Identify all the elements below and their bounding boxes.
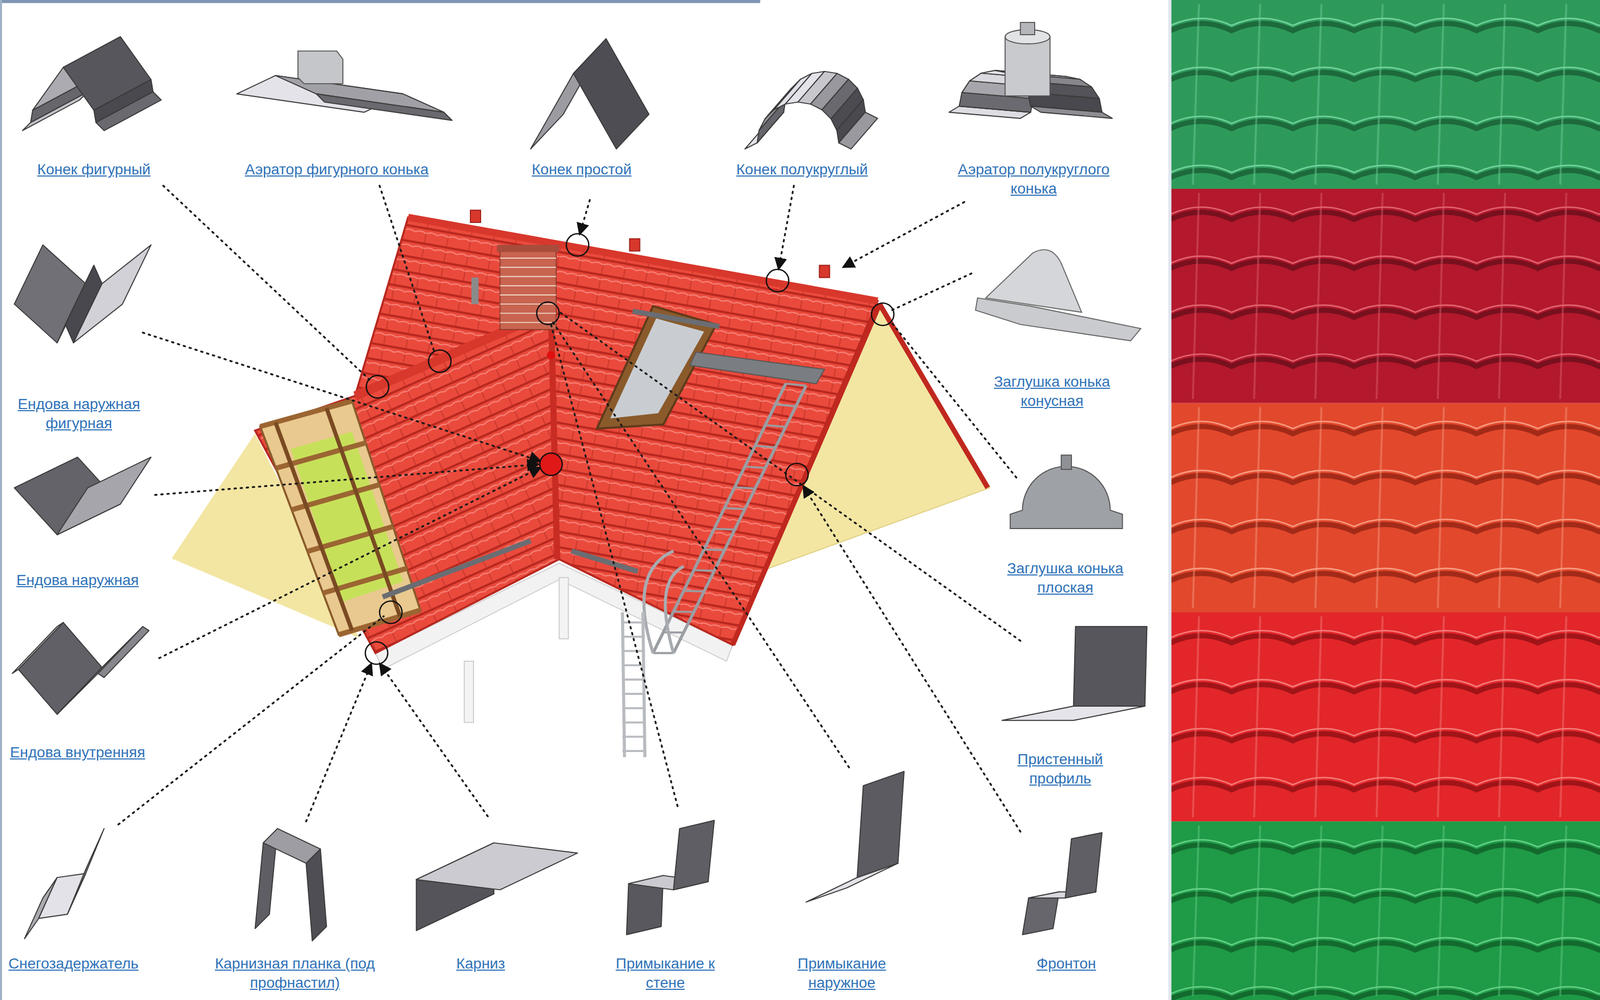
tile-photo xyxy=(1168,0,1600,1000)
part-label: Заглушка конька конусная xyxy=(977,372,1127,411)
part-label: Фронтон xyxy=(1036,954,1096,974)
part-label: Заглушка конька плоская xyxy=(990,558,1140,598)
roof xyxy=(169,210,990,758)
leader-lines xyxy=(118,185,1021,832)
part-label: Снегозадержатель xyxy=(8,954,139,974)
part-label: Пристенный профиль xyxy=(998,749,1122,789)
part-label: Аэратор фигурного конька xyxy=(244,160,429,180)
part-label: Конек фигурный xyxy=(37,160,151,180)
part-label: Примыкание наружное xyxy=(777,954,906,993)
part-label: Конек полукруглый xyxy=(736,160,869,180)
profile-icons xyxy=(12,22,1148,941)
part-label: Карнизная планка (под профнастил) xyxy=(214,954,375,993)
part-label: Карниз xyxy=(456,954,505,974)
part-label: Аэратор полукруглого конька xyxy=(942,160,1125,199)
part-label: Ендова внутренняя xyxy=(10,742,146,763)
part-label: Ендова наружная xyxy=(16,570,140,590)
part-label: Ендова наружная фигурная xyxy=(4,394,154,434)
part-label: Конек простой xyxy=(531,160,632,180)
part-label: Примыкание к стене xyxy=(606,954,724,993)
